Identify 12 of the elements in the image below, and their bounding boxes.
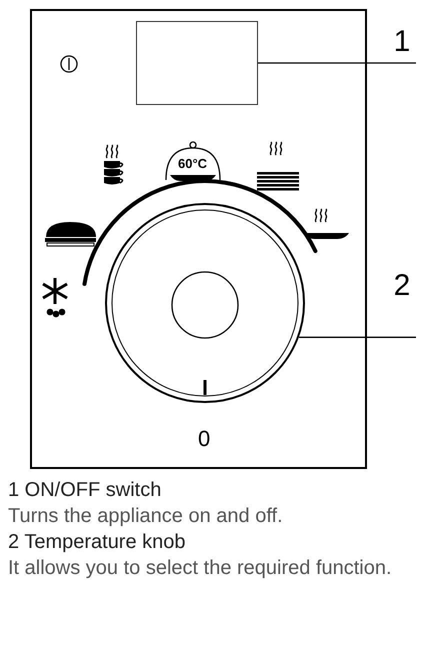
item-heading: 1 ON/OFF switch	[8, 478, 162, 503]
item-description: It allows you to select the required function.	[8, 556, 393, 581]
leader-line	[298, 336, 416, 338]
temperature-label: 60°C	[178, 157, 208, 170]
leader-line	[258, 62, 416, 64]
switch-rectangle	[136, 21, 258, 105]
item-description: Turns the appliance on and off.	[8, 504, 284, 529]
callout-number: 1	[388, 24, 416, 60]
callout-number: 2	[388, 268, 416, 304]
zero-position-label: 0	[198, 428, 210, 450]
item-heading: 2 Temperature knob	[8, 530, 187, 555]
temperature-knob	[105, 203, 305, 403]
